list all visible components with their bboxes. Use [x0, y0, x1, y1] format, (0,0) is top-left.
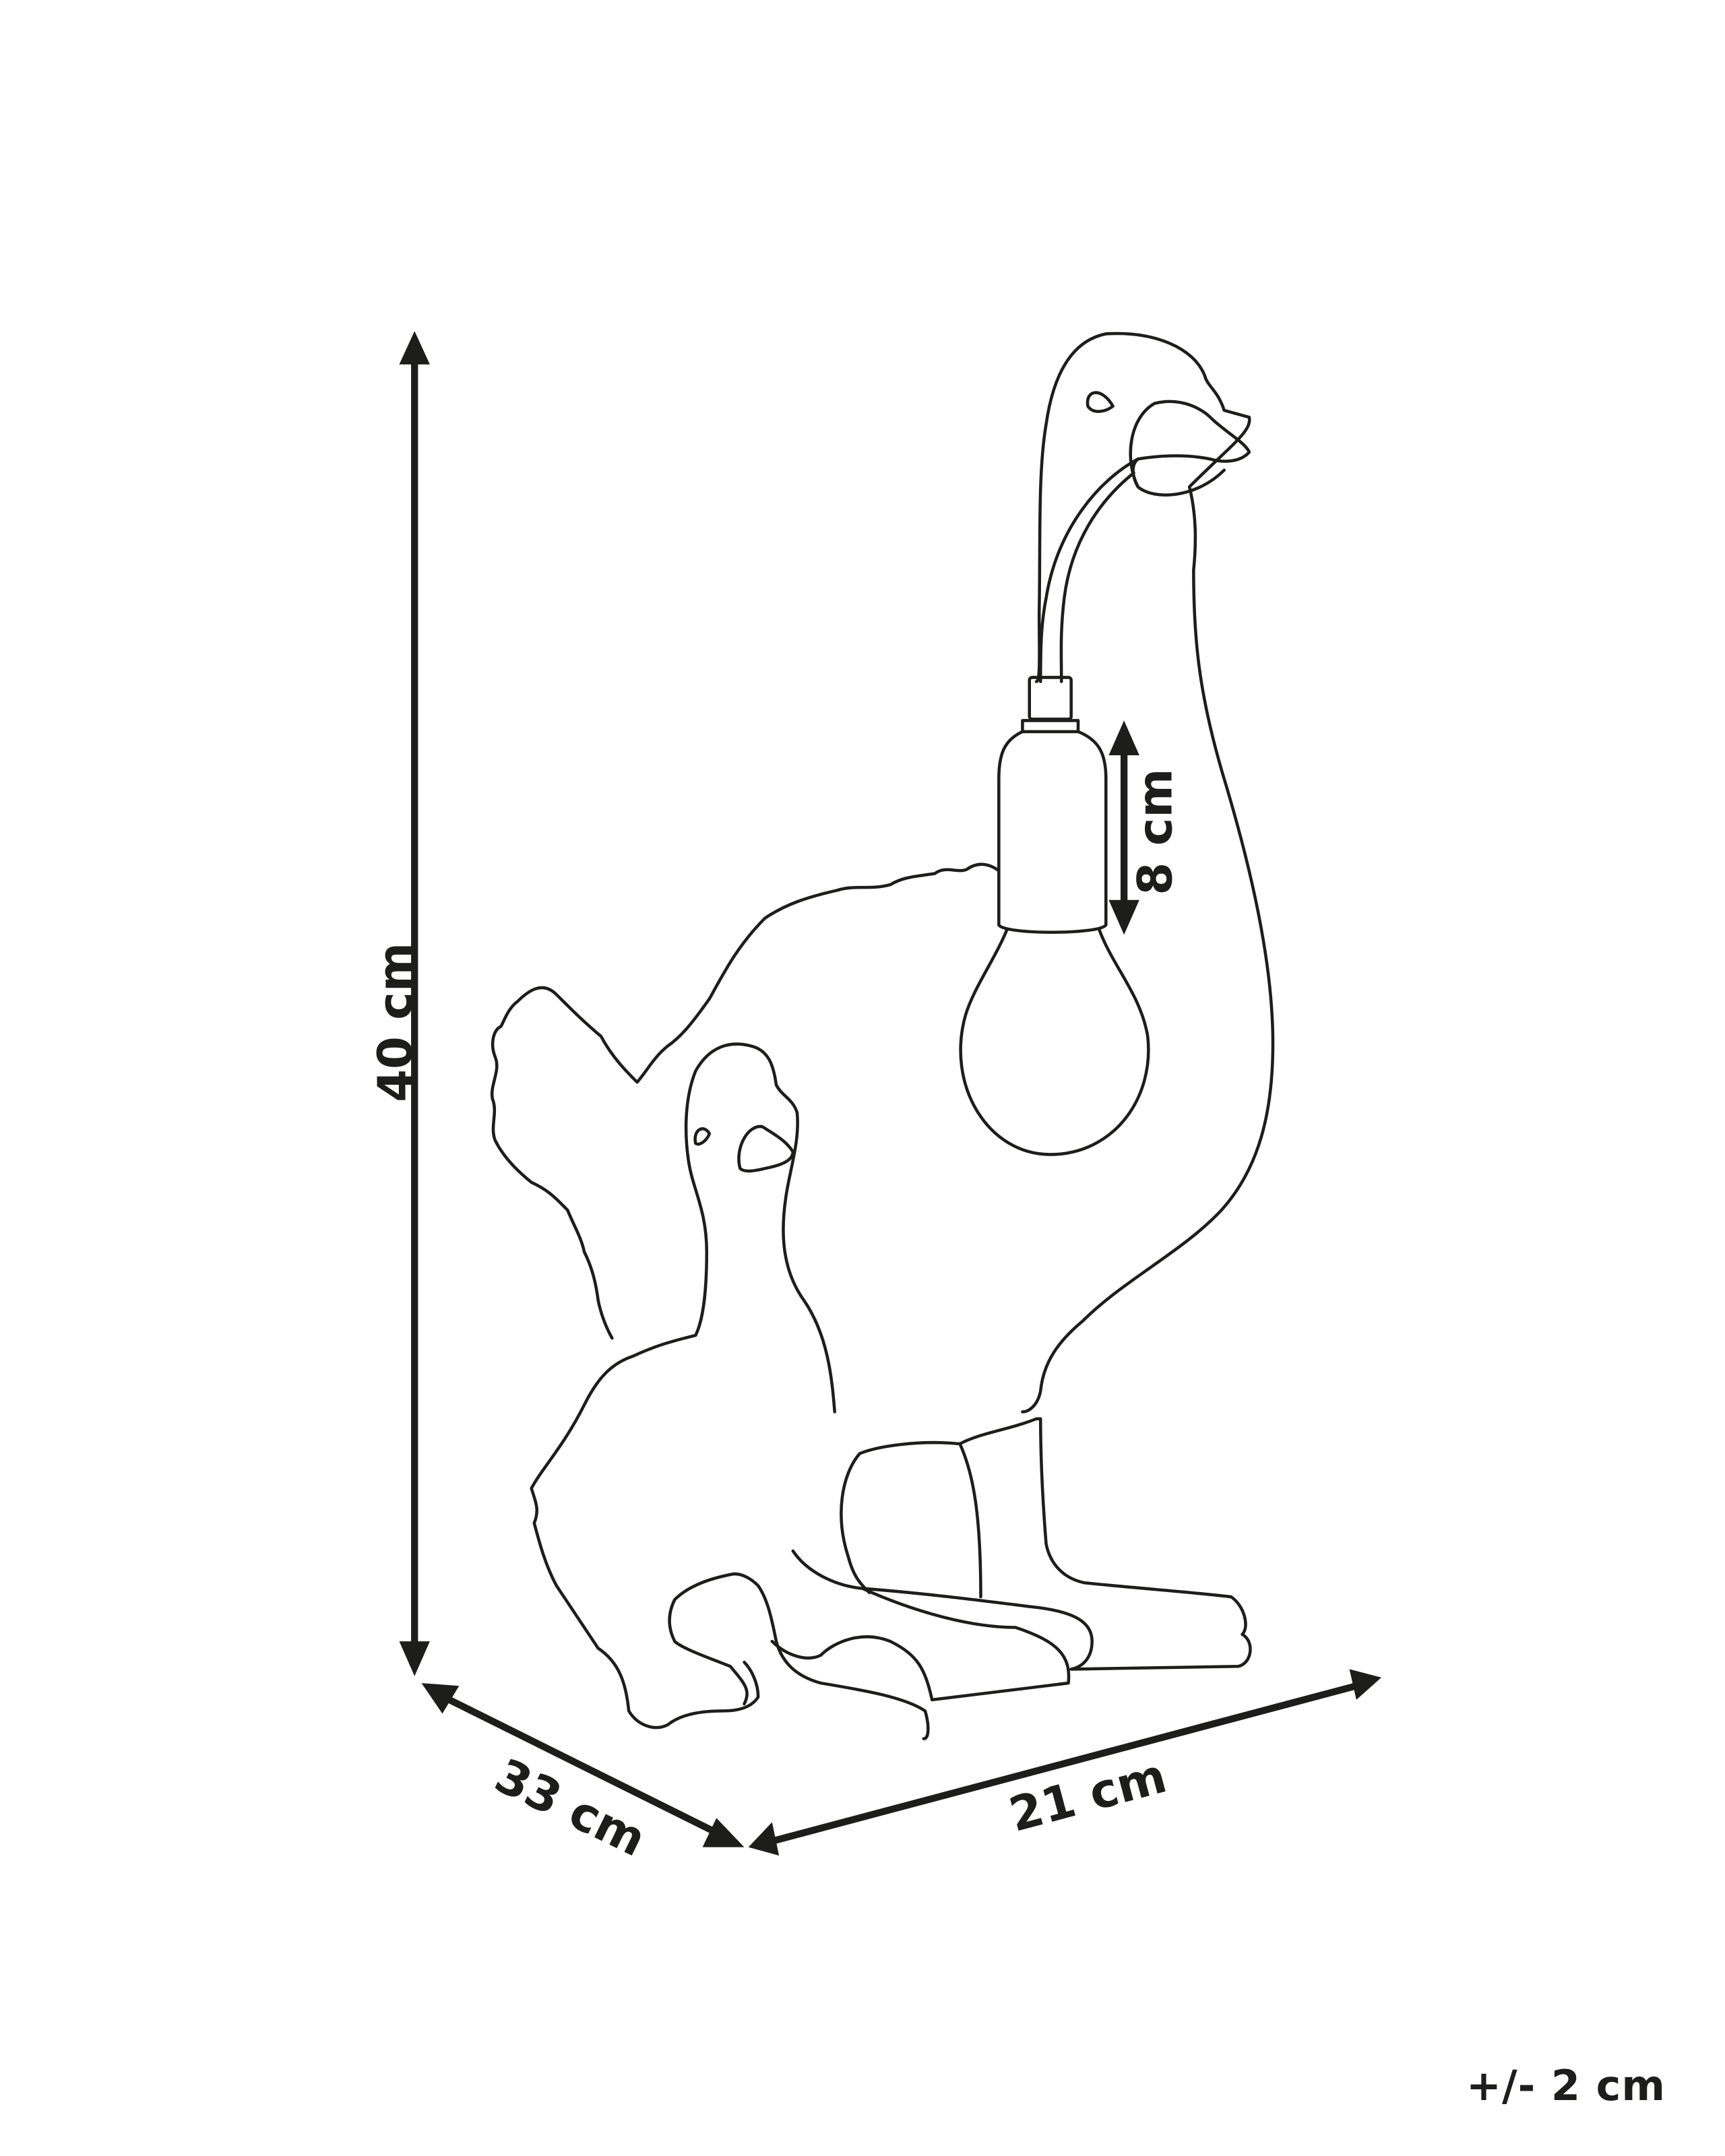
arrow-right-icon	[1349, 1669, 1382, 1700]
adult-duck-beak	[1129, 400, 1251, 497]
bulb-socket	[997, 730, 1108, 934]
depth-label: 33 cm	[487, 1748, 654, 1868]
duckling-feet	[668, 1572, 930, 1740]
lamp-cord	[1038, 457, 1140, 683]
adult-duck-legs	[840, 1417, 1247, 1637]
adult-duck-front-neck	[1021, 569, 1275, 1414]
duckling-beak	[737, 1124, 795, 1173]
duckling-outline	[530, 1042, 836, 1730]
adult-duck-outline	[1034, 331, 1251, 683]
light-bulb	[959, 927, 1150, 1156]
socket-label: 8 cm	[1127, 769, 1183, 895]
tolerance-note: +/- 2 cm	[1466, 2061, 1666, 2110]
adult-duck-eye	[1086, 391, 1115, 413]
depth-dimension: 33 cm	[421, 1683, 745, 1868]
duck-lamp-drawing	[490, 331, 1275, 1740]
height-dimension: 40 cm	[368, 331, 430, 1676]
adult-duck-feet	[770, 1549, 1252, 1702]
adult-duck-wing	[490, 862, 1001, 1340]
arrow-up-icon	[1108, 720, 1139, 756]
arrow-upleft-icon	[421, 1683, 460, 1714]
duckling-eye	[693, 1127, 712, 1146]
arrow-up-icon	[399, 331, 430, 364]
arrow-downleft-icon	[748, 1822, 780, 1856]
width-label: 21 cm	[1003, 1748, 1172, 1843]
socket-dimension: 8 cm	[1108, 720, 1183, 935]
socket-cap	[1028, 676, 1073, 721]
width-dimension: 21 cm	[748, 1669, 1382, 1856]
arrow-down-icon	[399, 1641, 430, 1676]
arrow-down-icon	[1108, 899, 1139, 935]
height-label: 40 cm	[368, 943, 423, 1102]
